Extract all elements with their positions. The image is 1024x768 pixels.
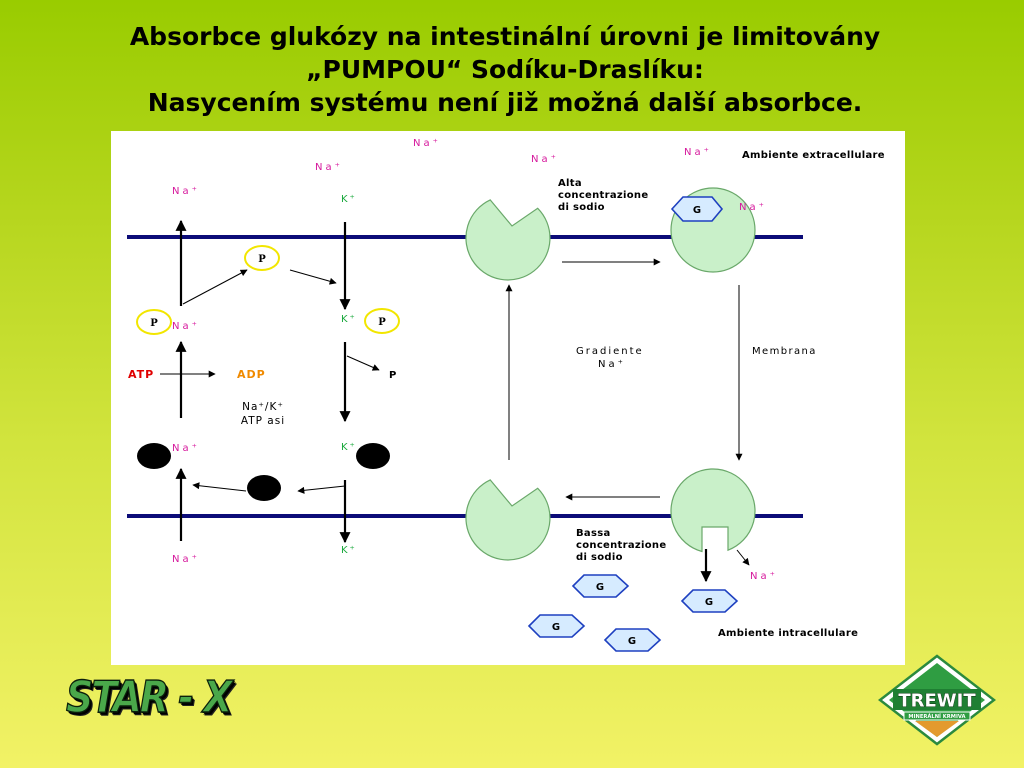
phosphate-circle: P bbox=[136, 309, 172, 335]
adp-label: ADP bbox=[237, 368, 266, 381]
carrier-blob bbox=[356, 443, 390, 469]
glucose-label: G bbox=[596, 582, 604, 593]
sodium-label: Na⁺ bbox=[750, 571, 778, 582]
released-phosphate-label: P bbox=[389, 370, 396, 381]
carrier-blob bbox=[247, 475, 281, 501]
high-sodium-line3: di sodio bbox=[558, 202, 605, 213]
gradient-label: Gradiente bbox=[576, 346, 644, 357]
enzyme-label-line2: ATP asi bbox=[241, 415, 285, 427]
phosphate-release-arrow bbox=[346, 355, 380, 371]
trewit-tagline-band bbox=[903, 711, 971, 721]
glucose-hexagon bbox=[527, 614, 586, 638]
membrane-label: Membrana bbox=[752, 346, 817, 357]
glucose-hexagon bbox=[680, 589, 739, 613]
transporter-open-lower bbox=[465, 479, 551, 561]
glucose-hexagon bbox=[571, 574, 630, 598]
potassium-label: K⁺ bbox=[341, 442, 357, 453]
trewit-tagline: MINERÁLNÍ KRMIVA bbox=[908, 712, 965, 720]
sodium-label: Na⁺ bbox=[172, 443, 200, 454]
glucose-label: G bbox=[705, 597, 713, 608]
title-line-3: Nasycením systému není již možná další a… bbox=[147, 88, 863, 117]
glucose-hexagon bbox=[603, 628, 662, 652]
glucose-molecule: G bbox=[680, 589, 739, 613]
phosphate-ring bbox=[244, 245, 280, 271]
sodium-label: Na⁺ bbox=[684, 147, 712, 158]
glucose-label: G bbox=[693, 205, 701, 216]
phosphate-label: P bbox=[378, 317, 386, 328]
potassium-label: K⁺ bbox=[341, 545, 357, 556]
low-sodium-line2: concentrazione bbox=[576, 540, 666, 551]
diagram-panel: Na⁺ Na⁺ Na⁺ Na⁺ Na⁺ K⁺ K⁺ K⁺ K⁺ P P P P … bbox=[111, 131, 905, 665]
glucose-label: G bbox=[552, 622, 560, 633]
sodium-label: Na⁺ bbox=[172, 321, 200, 332]
sodium-release-arrow bbox=[736, 549, 750, 566]
diagram-canvas: Na⁺ Na⁺ Na⁺ Na⁺ Na⁺ K⁺ K⁺ K⁺ K⁺ P P P P … bbox=[127, 138, 885, 652]
sodium-label: Na⁺ bbox=[413, 138, 441, 149]
carrier-return-arrow bbox=[297, 485, 346, 494]
intracellular-label: Ambiente intracellulare bbox=[718, 628, 858, 639]
carrier-blob bbox=[137, 443, 171, 469]
potassium-label: K⁺ bbox=[341, 314, 357, 325]
glucose-molecule: G bbox=[571, 574, 630, 598]
sodium-label: Na⁺ bbox=[172, 554, 200, 565]
enzyme-label-line1: Na⁺/K⁺ bbox=[242, 401, 284, 413]
phosphate-label: P bbox=[150, 318, 158, 329]
phosphate-circle: P bbox=[364, 308, 400, 334]
glucose-molecule: G bbox=[603, 628, 662, 652]
trewit-bottom-tip bbox=[915, 721, 959, 737]
potassium-label: K⁺ bbox=[341, 194, 357, 205]
transporter-release-lower bbox=[670, 468, 756, 553]
phosphate-transfer-arrow bbox=[182, 269, 248, 305]
sodium-label: Na⁺ bbox=[315, 162, 343, 173]
phosphate-label: P bbox=[258, 254, 266, 265]
title-line-2: „PUMPOU“ Sodíku-Draslíku: bbox=[306, 55, 704, 84]
star-x-logo: STAR - X bbox=[65, 671, 233, 723]
low-sodium-line1: Bassa bbox=[576, 528, 611, 539]
transporter-open-upper bbox=[465, 199, 551, 281]
sodium-label: Na⁺ bbox=[739, 202, 767, 213]
phosphate-ring bbox=[136, 309, 172, 335]
glucose-hexagon bbox=[670, 196, 724, 222]
phosphate-circle: P bbox=[244, 245, 280, 271]
trewit-name: TREWIT bbox=[898, 691, 976, 712]
atp-label: ATP bbox=[128, 368, 154, 381]
high-sodium-line1: Alta bbox=[558, 178, 582, 189]
carrier-return-arrow bbox=[192, 482, 247, 492]
high-sodium-line2: concentrazione bbox=[558, 190, 648, 201]
slide-title: Absorbce glukózy na intestinální úrovni … bbox=[0, 20, 1010, 119]
gradient-ion-label: Na⁺ bbox=[598, 359, 626, 370]
low-sodium-line3: di sodio bbox=[576, 552, 623, 563]
trewit-logo: TREWIT MINERÁLNÍ KRMIVA bbox=[878, 654, 996, 746]
glucose-molecule: G bbox=[527, 614, 586, 638]
sodium-label: Na⁺ bbox=[172, 186, 200, 197]
extracellular-label: Ambiente extracellulare bbox=[742, 150, 885, 161]
phosphate-transfer-arrow bbox=[289, 269, 337, 285]
sodium-label: Na⁺ bbox=[531, 154, 559, 165]
trewit-name-band bbox=[893, 689, 981, 710]
title-line-1: Absorbce glukózy na intestinální úrovni … bbox=[129, 22, 881, 51]
phosphate-ring bbox=[364, 308, 400, 334]
glucose-label: G bbox=[628, 636, 636, 647]
glucose-molecule: G bbox=[670, 196, 724, 222]
